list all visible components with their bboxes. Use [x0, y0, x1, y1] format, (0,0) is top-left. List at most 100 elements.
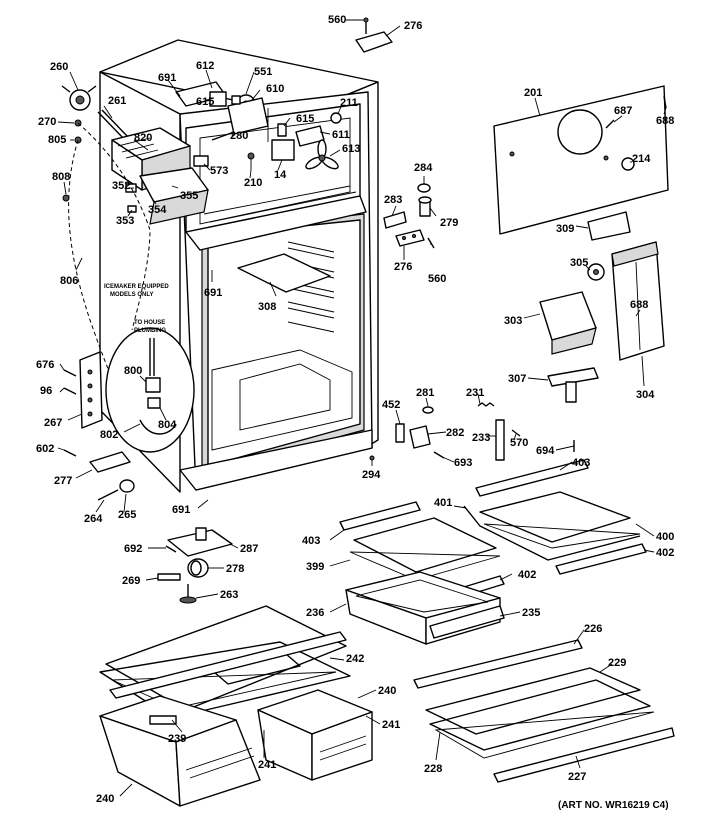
callout-label: 214: [632, 153, 651, 165]
callout-label: 560: [428, 273, 446, 285]
callout-label: 551: [254, 66, 272, 78]
callout-label: 570: [510, 437, 528, 449]
callout-label: 400: [656, 531, 674, 543]
callout-label: 687: [614, 105, 632, 117]
callout-label: 305: [570, 257, 588, 269]
callout-label: 694: [536, 445, 555, 457]
callout-label: 240: [378, 685, 396, 697]
callout-label: 242: [346, 653, 364, 665]
callout-label: 676: [36, 359, 54, 371]
callout-label: 96: [40, 385, 52, 397]
left-side-parts: TO HOUSE PLUMBING: [63, 320, 195, 501]
refrigerator-case: [99, 39, 379, 493]
callout-label: 241: [258, 759, 276, 771]
control-parts: [355, 17, 435, 249]
callout-label: 800: [124, 365, 142, 377]
callout-label: 283: [384, 194, 402, 206]
callout-label: 228: [424, 763, 442, 775]
callout-label: 270: [38, 116, 56, 128]
callout-label: 610: [266, 83, 284, 95]
callout-label: 820: [134, 132, 152, 144]
callout-label: 691: [158, 72, 176, 84]
callout-label: 294: [362, 469, 381, 481]
svg-text:MODELS ONLY: MODELS ONLY: [110, 292, 153, 298]
plumbing-note-2: PLUMBING: [134, 328, 166, 334]
callout-label: 560: [328, 14, 346, 26]
meat-pan: [345, 571, 505, 645]
svg-text:ICEMAKER EQUIPPED: ICEMAKER EQUIPPED: [104, 284, 169, 290]
callout-label: 276: [394, 261, 412, 273]
callout-label: 355: [180, 190, 198, 202]
callout-label: 263: [220, 589, 238, 601]
callout-label: 241: [382, 719, 400, 731]
callout-label: 235: [522, 607, 540, 619]
callout-label: 239: [168, 733, 186, 745]
evaporator-cover: [493, 85, 669, 241]
leader-lines: [57, 19, 667, 797]
callout-label: 402: [656, 547, 674, 559]
callout-label: 353: [116, 215, 134, 227]
callout-label: 211: [340, 97, 358, 109]
callout-label: 403: [572, 457, 590, 469]
callout-label: 201: [524, 87, 542, 99]
callout-label: 612: [196, 60, 214, 72]
callout-label: 402: [518, 569, 536, 581]
lower-left-parts: [157, 527, 233, 604]
callout-label: 602: [36, 443, 54, 455]
callout-label: 233: [472, 432, 490, 444]
callout-label: 276: [404, 20, 422, 32]
callout-label: 452: [382, 399, 400, 411]
callout-label: 615: [196, 96, 214, 108]
art-number: (ART NO. WR16219 C4): [558, 800, 669, 811]
callout-label: 805: [48, 134, 66, 146]
callout-label: 802: [100, 429, 118, 441]
crisper-assembly: [99, 605, 675, 807]
callout-label: 808: [52, 171, 70, 183]
callout-label: 227: [568, 771, 586, 783]
callout-label: 401: [434, 497, 452, 509]
callout-label: 14: [274, 169, 287, 181]
callout-label: 691: [204, 287, 222, 299]
callout-label: 354: [148, 204, 167, 216]
plumbing-note-1: TO HOUSE: [134, 320, 165, 326]
callout-label: 806: [60, 275, 78, 287]
callout-labels: 560 276 260 691 612 551 610 261 615 211 …: [36, 14, 674, 805]
callout-label: 693: [454, 457, 472, 469]
callout-label: 304: [636, 389, 655, 401]
callout-label: 309: [556, 223, 574, 235]
callout-label: 284: [414, 162, 433, 174]
callout-label: 573: [210, 165, 228, 177]
callout-label: 231: [466, 387, 484, 399]
callout-label: 264: [84, 513, 103, 525]
callout-label: 688: [656, 115, 674, 127]
callout-label: 692: [124, 543, 142, 555]
callout-label: 269: [122, 575, 140, 587]
callout-label: 352: [112, 180, 130, 192]
control-housing: [539, 241, 665, 403]
icemaker-assembly: [61, 81, 342, 411]
callout-label: 308: [258, 301, 276, 313]
callout-label: 261: [108, 95, 126, 107]
callout-label: 399: [306, 561, 324, 573]
callout-label: 226: [584, 623, 602, 635]
callout-label: 611: [332, 129, 350, 141]
callout-label: 688: [630, 299, 648, 311]
callout-label: 267: [44, 417, 62, 429]
icemaker-note: ICEMAKER EQUIPPED MODELS ONLY: [104, 284, 169, 298]
callout-label: 277: [54, 475, 72, 487]
callout-label: 615: [296, 113, 314, 125]
callout-label: 282: [446, 427, 464, 439]
callout-label: 280: [230, 130, 248, 142]
callout-label: 281: [416, 387, 434, 399]
callout-label: 260: [50, 61, 68, 73]
callout-label: 804: [158, 419, 177, 431]
callout-label: 691: [172, 504, 190, 516]
callout-label: 240: [96, 793, 114, 805]
callout-label: 403: [302, 535, 320, 547]
callout-label: 303: [504, 315, 522, 327]
callout-label: 210: [244, 177, 262, 189]
callout-label: 287: [240, 543, 258, 555]
callout-label: 307: [508, 373, 526, 385]
callout-label: 279: [440, 217, 458, 229]
